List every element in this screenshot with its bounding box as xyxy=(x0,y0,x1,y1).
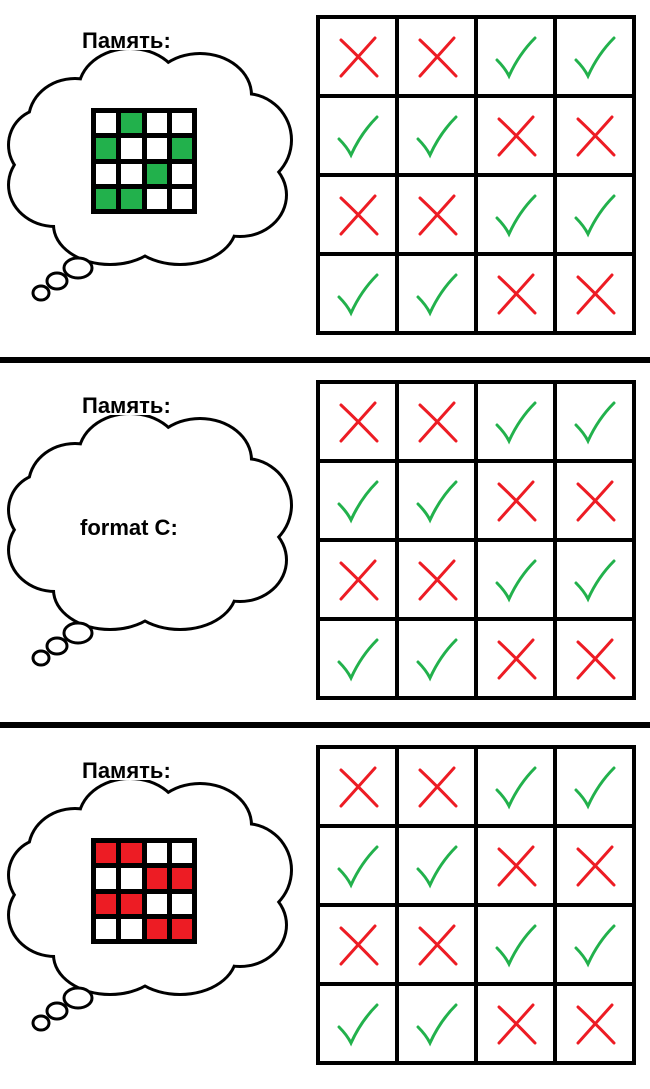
memory-cell-filled xyxy=(96,843,117,864)
memory-cell-filled xyxy=(171,918,192,939)
check-icon xyxy=(320,463,395,538)
cross-icon xyxy=(557,256,632,331)
memory-cell-filled xyxy=(121,188,142,209)
panel-3: Память: xyxy=(0,730,650,1089)
check-icon xyxy=(478,19,553,94)
memory-cell-empty xyxy=(146,893,167,914)
check-icon xyxy=(478,542,553,617)
memory-cell-empty xyxy=(171,843,192,864)
memory-cell-empty xyxy=(146,188,167,209)
cross-icon xyxy=(399,542,474,617)
cross-icon xyxy=(399,907,474,982)
cross-icon xyxy=(399,19,474,94)
cross-icon xyxy=(557,463,632,538)
memory-cell-empty xyxy=(96,868,117,889)
check-icon xyxy=(320,986,395,1061)
memory-cell-empty xyxy=(171,893,192,914)
cross-icon xyxy=(320,19,395,94)
cross-icon xyxy=(478,621,553,696)
memory-cell-empty xyxy=(146,113,167,134)
panel-divider xyxy=(0,357,650,363)
cross-icon xyxy=(478,98,553,173)
memory-cell-empty xyxy=(121,868,142,889)
memory-cell-filled xyxy=(121,843,142,864)
cross-icon xyxy=(557,828,632,903)
memory-cell-empty xyxy=(121,918,142,939)
check-icon xyxy=(399,98,474,173)
thought-cloud xyxy=(7,415,293,667)
cross-icon xyxy=(320,384,395,459)
cross-icon xyxy=(320,542,395,617)
cross-icon xyxy=(399,384,474,459)
memory-cell-empty xyxy=(96,163,117,184)
memory-cell-empty xyxy=(171,163,192,184)
answer-grid xyxy=(316,15,636,335)
cross-icon xyxy=(557,986,632,1061)
check-icon xyxy=(320,828,395,903)
memory-title: Память: xyxy=(82,758,171,783)
memory-cell-filled xyxy=(96,138,117,159)
check-icon xyxy=(557,907,632,982)
memory-cell-empty xyxy=(121,163,142,184)
check-icon xyxy=(320,98,395,173)
memory-cell-empty xyxy=(146,843,167,864)
check-icon xyxy=(320,256,395,331)
check-icon xyxy=(557,177,632,252)
check-icon xyxy=(399,986,474,1061)
memory-cell-empty xyxy=(171,188,192,209)
check-icon xyxy=(557,19,632,94)
thought-text: format C: xyxy=(80,515,178,540)
cross-icon xyxy=(557,98,632,173)
check-icon xyxy=(478,907,553,982)
memory-cell-filled xyxy=(171,868,192,889)
memory-cell-filled xyxy=(121,113,142,134)
panel-divider xyxy=(0,722,650,728)
memory-cell-filled xyxy=(121,893,142,914)
cross-icon xyxy=(320,907,395,982)
cross-icon xyxy=(478,463,553,538)
memory-cell-filled xyxy=(146,163,167,184)
check-icon xyxy=(399,463,474,538)
cross-icon xyxy=(478,986,553,1061)
memory-cell-filled xyxy=(96,893,117,914)
cross-icon xyxy=(478,828,553,903)
cross-icon xyxy=(320,749,395,824)
cross-icon xyxy=(557,621,632,696)
memory-cell-filled xyxy=(146,868,167,889)
memory-cell-filled xyxy=(146,918,167,939)
memory-title: Память: xyxy=(82,28,171,53)
memory-title: Память: xyxy=(82,393,171,418)
memory-cell-filled xyxy=(171,138,192,159)
check-icon xyxy=(557,542,632,617)
answer-grid xyxy=(316,745,636,1065)
check-icon xyxy=(478,749,553,824)
memory-cell-empty xyxy=(121,138,142,159)
memory-grid xyxy=(91,838,197,944)
memory-cell-empty xyxy=(171,113,192,134)
check-icon xyxy=(320,621,395,696)
check-icon xyxy=(557,749,632,824)
cross-icon xyxy=(478,256,553,331)
check-icon xyxy=(478,177,553,252)
cross-icon xyxy=(399,749,474,824)
check-icon xyxy=(399,621,474,696)
cross-icon xyxy=(399,177,474,252)
check-icon xyxy=(478,384,553,459)
memory-cell-empty xyxy=(96,113,117,134)
cross-icon xyxy=(320,177,395,252)
check-icon xyxy=(399,256,474,331)
panel-2: Память: format C: xyxy=(0,365,650,727)
check-icon xyxy=(399,828,474,903)
memory-grid xyxy=(91,108,197,214)
answer-grid xyxy=(316,380,636,700)
memory-cell-filled xyxy=(96,188,117,209)
check-icon xyxy=(557,384,632,459)
memory-cell-empty xyxy=(96,918,117,939)
memory-cell-empty xyxy=(146,138,167,159)
panel-1: Память: xyxy=(0,0,650,362)
